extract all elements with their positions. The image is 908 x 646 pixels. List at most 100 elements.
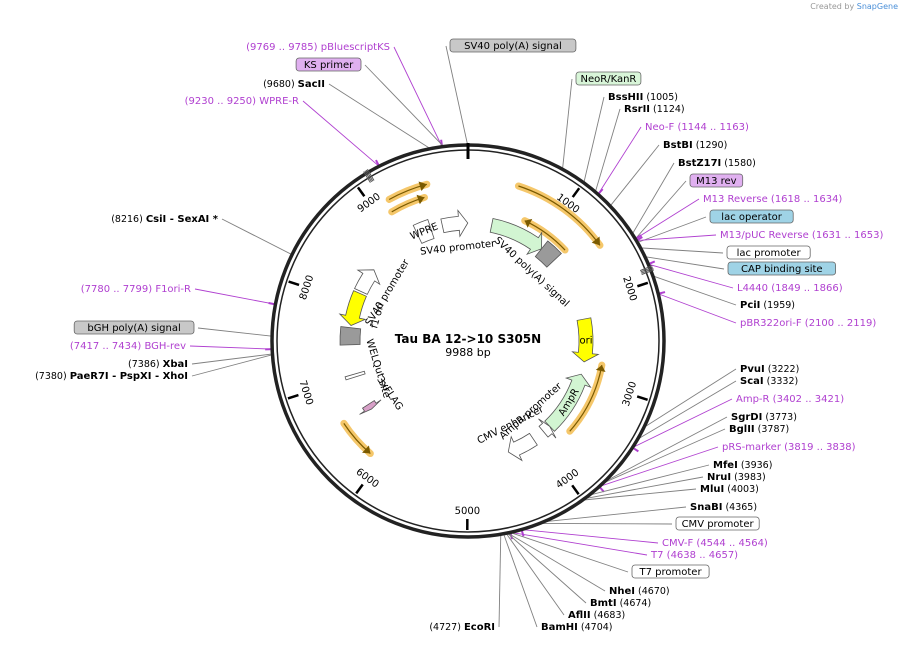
tick-label: 4000 (554, 467, 581, 491)
leader-lacprom (640, 247, 724, 254)
backbone-hatch (367, 169, 375, 181)
primer-m13r: M13 Reverse (1618 .. 1634) (703, 194, 842, 205)
feature-welqut-site (344, 370, 366, 381)
leader-xbai (191, 353, 273, 365)
enzyme-sacii: (9680) SacII (263, 79, 325, 90)
enzyme-bsshii: BssHII (1005) (608, 92, 678, 103)
tick-mark (571, 187, 581, 198)
primer-cmvf: CMV-F (4544 .. 4564) (662, 538, 768, 549)
leader-nrui (584, 476, 704, 500)
leader-t7 (510, 531, 648, 556)
leader-bglii (602, 428, 726, 484)
leader-ampr (632, 398, 733, 448)
enzyme-pcii: PciI (1959) (740, 300, 795, 311)
leader-paer7i (191, 354, 273, 377)
enzyme-pvui: PvuI (3222) (740, 364, 799, 375)
leader-t7prom (509, 532, 629, 573)
label-box-cmvprom (675, 516, 760, 531)
enzyme-mfei: MfeI (3936) (713, 460, 772, 471)
tick-mark (571, 484, 580, 495)
enzyme-ecori: (4727) EcoRI (429, 622, 495, 633)
leader-cap (644, 256, 725, 270)
backbone-hatch (640, 266, 653, 273)
leader-sv40pa_top (445, 45, 469, 146)
tick-label: 5000 (455, 506, 480, 517)
feature-cmv-enhancer (507, 432, 538, 462)
label-neo: NeoR/KanR (581, 74, 637, 85)
leader-lines (189, 45, 737, 628)
label-lacop: lac operator (721, 212, 782, 223)
leader-f1r (194, 288, 276, 305)
enzyme-csii: (8216) CsiI - SexAI * (111, 214, 219, 225)
leader-nhei (507, 532, 606, 592)
label-box-lacop (709, 209, 794, 224)
backbone-hatch (364, 170, 373, 183)
tick-label: 2000 (620, 275, 638, 303)
leader-bmti (506, 532, 587, 604)
orf-layer (340, 180, 606, 458)
leader-pvui (643, 368, 737, 428)
tick-mark (356, 186, 366, 198)
enzyme-xbai: (7386) XbaI (128, 359, 188, 370)
tick-label: 8000 (298, 274, 316, 302)
leader-lacop (637, 216, 707, 243)
snapgene-logo: SnapGene (856, 2, 898, 11)
leader-rsrii (594, 108, 621, 193)
enzyme-paer7i: (7380) PaeR7I - PspXI - XhoI (35, 371, 188, 382)
primer-t7: T7 (4638 .. 4657) (650, 550, 738, 561)
enzyme-bstz: BstZ17I (1580) (678, 158, 756, 169)
leader-bamhi (503, 533, 538, 628)
leader-cmvf (521, 529, 659, 544)
primer-prs: pRS-marker (3819 .. 3838) (722, 442, 856, 453)
leader-mlui (582, 488, 697, 501)
enzyme-nrui: NruI (3983) (707, 472, 766, 483)
primer-m13puc: M13/pUC Reverse (1631 .. 1653) (720, 230, 883, 241)
primer-bghrev: (7417 .. 7434) BGH-rev (70, 341, 186, 352)
leader-m13r (635, 198, 700, 240)
label-m13rev: M13 rev (696, 176, 737, 187)
enzyme-mlui: MluI (4003) (700, 484, 759, 495)
enzyme-nhei: NheI (4670) (609, 586, 670, 597)
feature-sv40-promoter-2-label: SV40 promoter (364, 257, 413, 328)
label-box-ks (295, 57, 362, 72)
plasmid-name: Tau BA 12->10 S305N (395, 332, 541, 346)
label-box-m13rev (689, 173, 744, 188)
backbone-hatch (641, 269, 655, 275)
leader-ecori (498, 534, 502, 628)
orf-arrowhead (591, 236, 600, 246)
leader-wpre (302, 100, 380, 167)
feature-sv40-promoter-2 (354, 269, 381, 295)
enzyme-rsrii: RsrII (1124) (624, 104, 685, 115)
leader-sgrdi (603, 416, 728, 483)
label-box-t7prom (631, 564, 710, 579)
orf-arrowhead (362, 445, 371, 454)
label-bghpa: bGH poly(A) signal (87, 323, 180, 334)
label-sv40pa_top: SV40 poly(A) signal (464, 41, 562, 52)
feature-wpre (412, 218, 435, 244)
snapgene-credit: Created by SnapGene (810, 2, 898, 11)
enzyme-aflii: AflII (4683) (568, 610, 625, 621)
primer-pbks: (9769 .. 9785) pBluescriptKS (246, 42, 390, 53)
orf-arrowhead (418, 181, 427, 192)
tick-label: 7000 (296, 379, 314, 407)
primer-pbr: pBR322ori-F (2100 .. 2119) (740, 318, 876, 329)
feature-sv40-promoter-label: SV40 promoter (420, 238, 497, 257)
enzyme-bamhi: BamHI (4704) (541, 622, 613, 633)
tick-mark (355, 483, 364, 495)
leader-bghpa (197, 327, 273, 337)
tick-label: 9000 (356, 191, 383, 215)
label-box-sv40pa_top (449, 38, 577, 53)
leader-bsshii (583, 96, 605, 183)
label-box-cap (727, 261, 836, 276)
leader-pbr (658, 293, 737, 324)
leader-scai (637, 380, 737, 440)
primer-l4440: L4440 (1849 .. 1866) (737, 283, 843, 294)
feature-ori (571, 317, 600, 363)
feature-f1-ori (338, 290, 367, 327)
feature-welqut-site-label: WELQut site (363, 338, 391, 400)
leader-mfei (588, 464, 710, 496)
orf-arc-core (569, 364, 603, 432)
enzyme-scai: ScaI (3332) (740, 376, 798, 387)
leader-aflii (505, 533, 565, 616)
